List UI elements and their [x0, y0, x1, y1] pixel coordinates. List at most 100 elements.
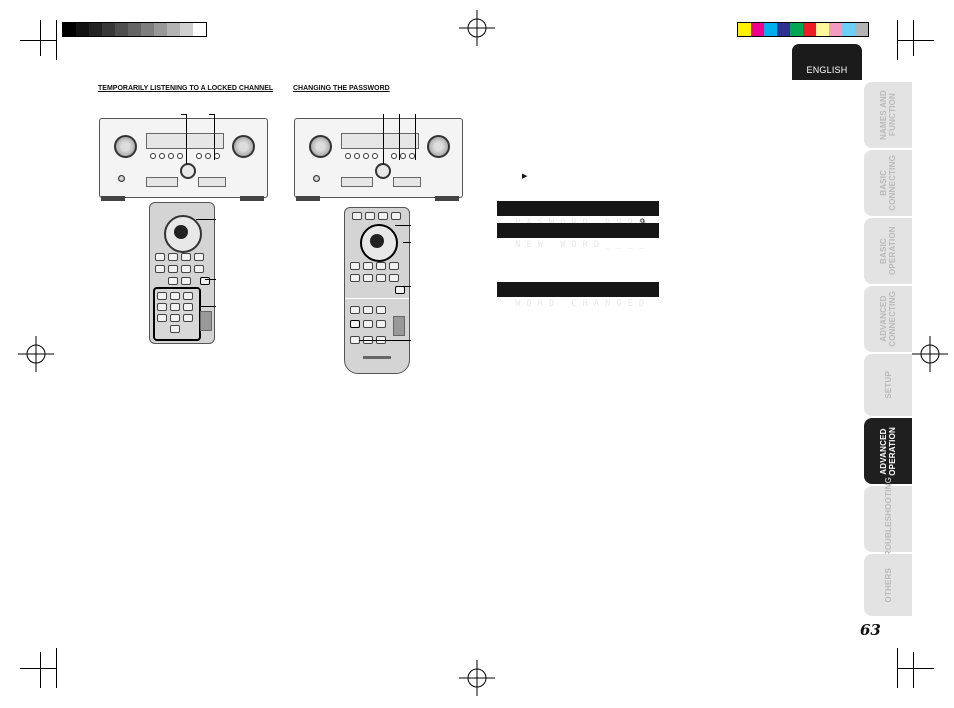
- section-heading-change-password: CHANGING THE PASSWORD: [293, 85, 390, 92]
- tab-label: NAMES AND FUNCTION: [879, 90, 897, 140]
- tab-others[interactable]: OTHERS: [864, 554, 912, 616]
- right-arrow-icon: ▶: [522, 173, 528, 180]
- receiver-illustration: [294, 118, 463, 198]
- section-heading-locked-channel: TEMPORARILY LISTENING TO A LOCKED CHANNE…: [98, 85, 274, 92]
- color-swatch: [751, 23, 764, 36]
- receiver-subpanel: [198, 177, 226, 187]
- display-password: P A S W O R D 9 9 9 9: [497, 201, 659, 228]
- tab-label: TROUBLESHOOTING: [883, 476, 893, 562]
- remote-button: [363, 320, 373, 328]
- callout-line: [395, 225, 411, 226]
- callout-line: [383, 114, 384, 164]
- crop-mark: [20, 40, 56, 41]
- gray-swatch: [63, 23, 76, 36]
- callout-line: [402, 286, 411, 287]
- language-tab: ENGLISH: [792, 44, 862, 80]
- remote-button: [376, 262, 386, 270]
- remote-rocker: [393, 316, 405, 336]
- input-knob-icon: [427, 135, 450, 158]
- receiver-foot: [240, 196, 264, 201]
- registration-target-icon: [18, 336, 54, 372]
- registration-target-icon: [459, 660, 495, 696]
- remote-button: [181, 265, 191, 273]
- remote-button: [181, 277, 191, 285]
- color-swatch: [855, 23, 868, 36]
- remote-button: [389, 262, 399, 270]
- remote-button-highlighted: [350, 320, 360, 328]
- receiver-button: [159, 153, 165, 159]
- remote-button: [168, 253, 178, 261]
- tab-advanced-connecting[interactable]: ADVANCED CONNECTING: [864, 286, 912, 352]
- callout-line: [359, 340, 411, 341]
- remote-button: [363, 306, 373, 314]
- remote-enter-button-icon: [174, 225, 188, 239]
- tab-label: ADVANCED OPERATION: [879, 426, 897, 476]
- remote-button: [168, 277, 178, 285]
- tab-basic-operation[interactable]: BASIC OPERATION: [864, 218, 912, 284]
- remote-button: [363, 274, 373, 282]
- remote-number-key: [183, 314, 193, 322]
- registration-target-icon: [459, 10, 495, 46]
- remote-number-key: [157, 292, 167, 300]
- gray-swatch: [180, 23, 193, 36]
- gray-swatch: [193, 23, 206, 36]
- crop-mark: [56, 20, 57, 60]
- remote-illustration: [149, 202, 215, 344]
- tab-advanced-operation[interactable]: ADVANCED OPERATION: [864, 418, 912, 484]
- remote-button: [350, 306, 360, 314]
- color-swatch: [764, 23, 777, 36]
- receiver-button: [196, 153, 202, 159]
- remote-number-key: [170, 314, 180, 322]
- tab-label: ADVANCED CONNECTING: [879, 291, 897, 347]
- callout-line: [196, 219, 216, 220]
- remote-break-line: [345, 298, 409, 299]
- crop-mark: [897, 20, 898, 60]
- receiver-button: [150, 153, 156, 159]
- remote-button: [350, 274, 360, 282]
- tab-label: OTHERS: [883, 567, 893, 603]
- tab-setup[interactable]: SETUP: [864, 354, 912, 416]
- tab-label: BASIC OPERATION: [879, 226, 897, 276]
- callout-line: [181, 114, 186, 115]
- callout-line: [205, 279, 216, 280]
- callout-line: [209, 114, 214, 115]
- remote-button: [155, 265, 165, 273]
- remote-number-key: [170, 325, 180, 333]
- remote-illustration: [344, 207, 410, 374]
- color-swatch: [842, 23, 855, 36]
- tab-troubleshooting[interactable]: TROUBLESHOOTING: [864, 477, 912, 561]
- display-new-word-text: N E W W O R D _ _ _ _: [515, 240, 645, 250]
- gray-swatch: [102, 23, 115, 36]
- color-swatch: [803, 23, 816, 36]
- remote-number-key: [170, 292, 180, 300]
- color-swatch: [738, 23, 751, 36]
- tab-basic-connecting[interactable]: BASIC CONNECTING: [864, 150, 912, 216]
- remote-number-key: [157, 314, 167, 322]
- gray-swatch: [76, 23, 89, 36]
- callout-line: [214, 114, 215, 160]
- receiver-subpanel: [393, 177, 421, 187]
- callout-line: [403, 242, 411, 243]
- callout-line: [415, 114, 416, 160]
- input-knob-icon: [232, 135, 255, 158]
- remote-button: [350, 262, 360, 270]
- remote-number-key: [157, 303, 167, 311]
- volume-knob-icon: [114, 135, 137, 158]
- callout-line: [399, 114, 400, 160]
- gray-swatch: [141, 23, 154, 36]
- tab-names-and-function[interactable]: NAMES AND FUNCTION: [864, 82, 912, 148]
- remote-logo-mark: [363, 356, 391, 359]
- tab-label: SETUP: [883, 371, 893, 399]
- headphone-jack-icon: [118, 175, 125, 182]
- grayscale-calibration-bar: [62, 22, 207, 37]
- gray-swatch: [154, 23, 167, 36]
- remote-button: [376, 320, 386, 328]
- receiver-button: [177, 153, 183, 159]
- receiver-subpanel: [341, 177, 373, 187]
- receiver-display: [341, 133, 419, 149]
- color-swatch: [777, 23, 790, 36]
- receiver-button: [205, 153, 211, 159]
- color-swatch: [829, 23, 842, 36]
- crop-mark: [913, 652, 914, 688]
- display-word-changed-text: W O R D C H A N G E D: [515, 299, 645, 309]
